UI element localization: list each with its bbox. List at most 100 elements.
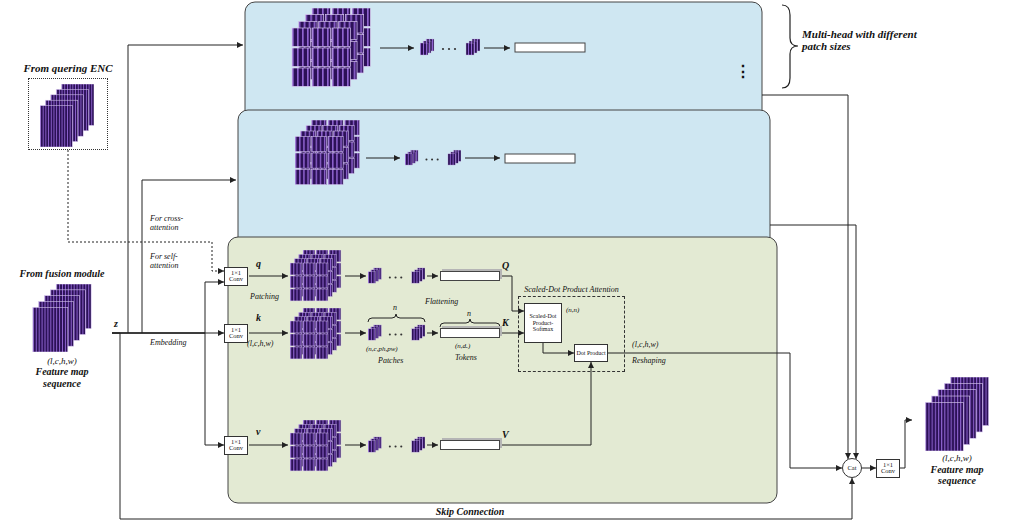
annotation-label: z <box>114 318 118 329</box>
annotation-label: (l,c,h,w) <box>247 339 273 348</box>
flow-arrow <box>427 333 438 334</box>
concat-circle: Cat <box>842 458 862 478</box>
annotation-label: k <box>256 312 261 323</box>
head-panel <box>228 237 777 503</box>
node-text: Feature map sequence <box>921 464 993 487</box>
node-text: 1×1 Conv <box>878 462 898 475</box>
query-source-box: From quering ENC <box>28 78 108 150</box>
annotation-label: Tokens <box>455 353 477 362</box>
patch-sequence <box>405 150 461 165</box>
flow-arrow <box>366 158 400 159</box>
connector-label: Skip Connection <box>434 506 507 517</box>
node-text: From fusion module <box>19 268 104 280</box>
feature-stack <box>290 420 341 471</box>
head-input-line <box>142 180 236 333</box>
connector <box>112 333 852 519</box>
annotation-label: Patching <box>250 292 279 301</box>
annotation-label: (n,dₑ) <box>455 342 470 350</box>
flow-arrow <box>427 276 438 277</box>
annotation-label: Multi-head with different patch sizes <box>802 28 917 52</box>
annotation-label: Reshaping <box>632 356 666 365</box>
connector <box>112 333 224 445</box>
dot-product-box: Dot Product <box>574 344 608 362</box>
connector <box>862 468 876 469</box>
output-feature-maps: (l,c,h,w)Feature map sequence <box>912 375 1002 487</box>
feature-map-picture <box>33 284 91 352</box>
node-text: (l,c,h,w) <box>942 453 972 464</box>
connector <box>608 353 842 468</box>
node-text: Scaled-Dot Product-Softmax <box>526 313 560 333</box>
conv-box: 1×1 Conv <box>224 267 248 286</box>
feature-map-picture <box>925 377 988 451</box>
flow-arrow <box>465 158 500 159</box>
feature-stack <box>295 120 360 185</box>
annotation-label: For self-attention <box>150 252 200 270</box>
node-text: Feature map sequence <box>26 366 98 389</box>
count-brace <box>368 314 425 322</box>
feature-stack <box>290 308 341 359</box>
annotation-label: Patches <box>378 356 403 365</box>
patch-sequence <box>368 325 425 340</box>
input-feature-maps: From fusion module (l,c,h,w)Feature map s… <box>12 268 112 389</box>
flow-arrow <box>345 333 366 334</box>
feature-map-picture <box>40 84 94 147</box>
flow-arrow <box>380 48 414 49</box>
annotation-label: q <box>256 258 261 269</box>
conv-box: 1×1 Conv <box>876 459 900 478</box>
flow-arrow <box>345 445 366 446</box>
token-bar <box>515 43 585 52</box>
node-text: V <box>502 430 509 440</box>
connector <box>500 276 524 311</box>
curly-brace <box>782 5 798 88</box>
feature-stack <box>290 250 341 301</box>
token-bar: Q <box>440 271 500 281</box>
node-text: From quering ENC <box>19 62 117 75</box>
flow-arrow <box>345 276 366 277</box>
feature-stack <box>292 8 370 86</box>
connector <box>68 150 224 271</box>
head-input-line <box>128 45 243 333</box>
conv-box: 1×1 Conv <box>224 436 248 455</box>
node-text: K <box>502 318 509 328</box>
head-output-line <box>770 225 856 459</box>
node-text: Dot Product <box>576 350 605 357</box>
token-bar <box>505 154 575 163</box>
annotation-label: n <box>393 303 397 312</box>
annotation-label: Embedding <box>150 338 186 347</box>
token-bar: V <box>440 440 500 450</box>
annotation-label: n <box>467 309 471 318</box>
node-text: 1×1 Conv <box>226 327 246 340</box>
annotation-label: (n,c,ph,pw) <box>366 345 398 353</box>
annotation-label: Flattening <box>425 297 458 306</box>
annotation-label: For cross-attention <box>150 214 205 232</box>
node-text: Cat <box>847 465 856 472</box>
node-text: Scaled-Dot Product Attention <box>515 286 628 295</box>
flow-arrow <box>249 333 288 334</box>
node-text: 1×1 Conv <box>226 439 246 452</box>
node-text: 1×1 Conv <box>226 270 246 283</box>
count-brace <box>440 319 500 327</box>
connector <box>543 343 574 353</box>
flow-arrow <box>249 276 288 277</box>
connector <box>900 420 912 468</box>
node-text: (l,c,h,w) <box>47 356 77 367</box>
connector <box>112 282 224 333</box>
patch-sequence <box>368 437 425 452</box>
token-bar: K <box>440 328 500 338</box>
flow-arrow <box>484 48 510 49</box>
patch-sequence <box>368 268 425 283</box>
conv-box: 1×1 Conv <box>224 324 248 343</box>
annotation-label: ⋮ <box>735 64 751 80</box>
head-output-line <box>762 95 848 459</box>
flow-arrow <box>427 445 438 446</box>
patch-sequence <box>420 39 480 55</box>
annotation-label: v <box>256 426 260 437</box>
softmax-box: Scaled-Dot Product-Softmax <box>524 303 562 343</box>
annotation-label: (l,c,h,w) <box>632 340 658 349</box>
annotation-label: (n,n) <box>566 306 579 314</box>
node-text: Q <box>502 261 509 271</box>
connector <box>500 362 591 445</box>
connector <box>500 333 524 334</box>
flow-arrow <box>249 445 288 446</box>
